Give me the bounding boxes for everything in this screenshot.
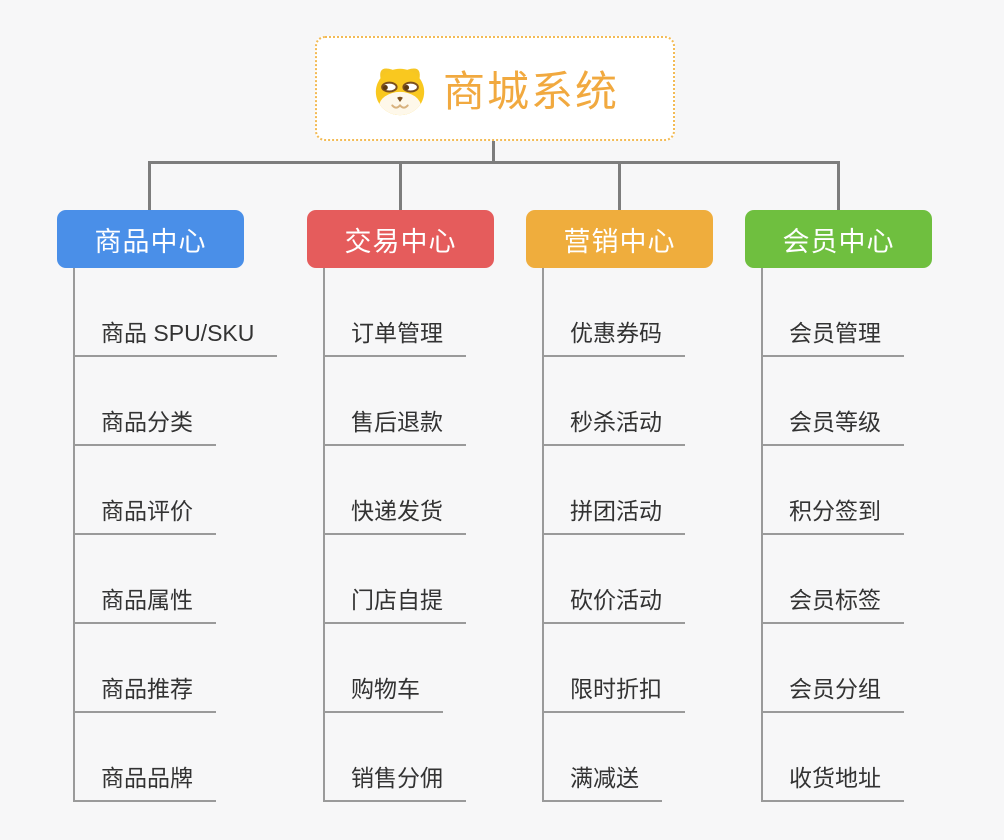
topic-node[interactable]: 商品推荐 (73, 670, 216, 713)
topic-node[interactable]: 限时折扣 (542, 670, 685, 713)
topic-node[interactable]: 订单管理 (323, 314, 466, 357)
topic-node[interactable]: 会员等级 (761, 403, 904, 446)
topic-node[interactable]: 商品评价 (73, 492, 216, 535)
branch-items: 订单管理 售后退款 快递发货 门店自提 购物车 销售分佣 (323, 268, 466, 802)
branch-node-trade[interactable]: 交易中心 (307, 210, 494, 268)
topic-row: 商品推荐 (73, 624, 277, 713)
topic-row: 快递发货 (323, 446, 466, 535)
topic-row: 商品属性 (73, 535, 277, 624)
connector-root-stem (492, 141, 495, 162)
topic-node[interactable]: 优惠券码 (542, 314, 685, 357)
connector-drop-trade (399, 161, 402, 210)
topic-node[interactable]: 购物车 (323, 670, 443, 713)
topic-row: 会员分组 (761, 624, 904, 713)
topic-row: 门店自提 (323, 535, 466, 624)
topic-row: 购物车 (323, 624, 466, 713)
topic-row: 会员等级 (761, 357, 904, 446)
topic-node[interactable]: 积分签到 (761, 492, 904, 535)
branch-node-products[interactable]: 商品中心 (57, 210, 244, 268)
topic-row: 收货地址 (761, 713, 904, 802)
topic-row: 订单管理 (323, 268, 466, 357)
topic-node[interactable]: 会员管理 (761, 314, 904, 357)
topic-row: 秒杀活动 (542, 357, 685, 446)
topic-node[interactable]: 会员标签 (761, 581, 904, 624)
branch-spine (542, 268, 544, 802)
branch-items: 商品 SPU/SKU 商品分类 商品评价 商品属性 商品推荐 商品品牌 (73, 268, 278, 802)
branch-trade: 交易中心 订单管理 售后退款 快递发货 门店自提 购物车 销售分佣 (307, 210, 494, 802)
topic-node[interactable]: 门店自提 (323, 581, 466, 624)
topic-row: 售后退款 (323, 357, 466, 446)
branch-items: 优惠券码 秒杀活动 拼团活动 砍价活动 限时折扣 满减送 (542, 268, 685, 802)
topic-row: 积分签到 (761, 446, 904, 535)
topic-node[interactable]: 满减送 (542, 759, 662, 802)
topic-row: 商品评价 (73, 446, 277, 535)
topic-row: 砍价活动 (542, 535, 685, 624)
branch-items: 会员管理 会员等级 积分签到 会员标签 会员分组 收货地址 (761, 268, 904, 802)
root-title: 商城系统 (442, 68, 619, 115)
topic-row: 会员管理 (761, 268, 904, 357)
connector-drop-products (148, 161, 151, 210)
topic-node[interactable]: 销售分佣 (323, 759, 466, 802)
topic-row: 商品 SPU/SKU (73, 268, 278, 357)
branch-spine (323, 268, 325, 802)
connector-rail (148, 161, 840, 164)
topic-row: 限时折扣 (542, 624, 685, 713)
branch-spine (761, 268, 763, 802)
connector-drop-marketing (618, 161, 621, 210)
branch-marketing: 营销中心 优惠券码 秒杀活动 拼团活动 砍价活动 限时折扣 满减送 (526, 210, 713, 802)
topic-node[interactable]: 快递发货 (323, 492, 466, 535)
branch-spine (73, 268, 75, 802)
branch-members: 会员中心 会员管理 会员等级 积分签到 会员标签 会员分组 收货地址 (745, 210, 932, 802)
topic-row: 商品品牌 (73, 713, 277, 802)
branch-products: 商品中心 商品 SPU/SKU 商品分类 商品评价 商品属性 商品推荐 商品品牌 (57, 210, 278, 802)
topic-node[interactable]: 会员分组 (761, 670, 904, 713)
connector-drop-members (837, 161, 840, 210)
branch-node-members[interactable]: 会员中心 (745, 210, 932, 268)
topic-row: 会员标签 (761, 535, 904, 624)
topic-node[interactable]: 商品品牌 (73, 759, 216, 802)
topic-row: 满减送 (542, 713, 685, 802)
branch-node-marketing[interactable]: 营销中心 (526, 210, 713, 268)
topic-row: 优惠券码 (542, 268, 685, 357)
topic-node[interactable]: 收货地址 (761, 759, 904, 802)
topic-row: 拼团活动 (542, 446, 685, 535)
root-node[interactable]: 商城系统 (315, 36, 675, 141)
topic-row: 商品分类 (73, 357, 277, 446)
topic-row: 销售分佣 (323, 713, 466, 802)
topic-node[interactable]: 商品属性 (73, 581, 216, 624)
topic-node[interactable]: 秒杀活动 (542, 403, 685, 446)
dog-face-icon (371, 61, 429, 117)
topic-node[interactable]: 商品分类 (73, 403, 216, 446)
topic-node[interactable]: 商品 SPU/SKU (73, 314, 278, 357)
topic-node[interactable]: 售后退款 (323, 403, 466, 446)
topic-node[interactable]: 砍价活动 (542, 581, 685, 624)
topic-node[interactable]: 拼团活动 (542, 492, 685, 535)
